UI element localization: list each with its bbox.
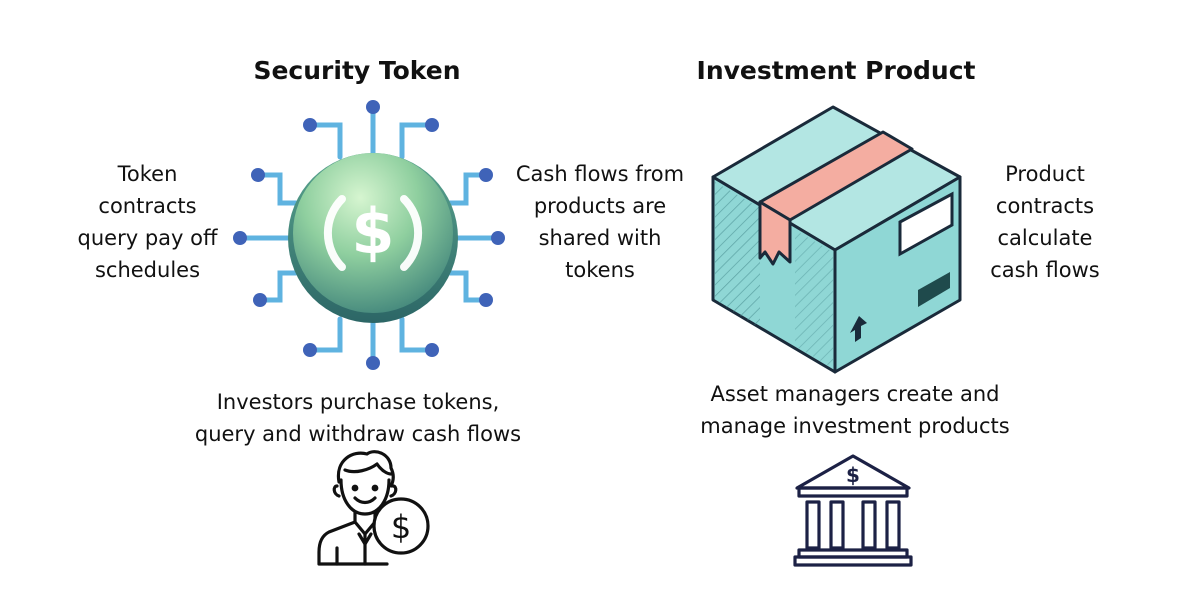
- cash-flows-shared-label: Cash flows from products are shared with…: [515, 162, 685, 282]
- bank-icon: $: [793, 454, 913, 567]
- investment-product-title: Investment Product: [696, 56, 976, 85]
- coin-dollar-symbol: $: [351, 195, 394, 268]
- token-contracts-label: Token contracts query pay off schedules: [77, 162, 218, 282]
- product-contracts-label: Product contracts calculate cash flows: [990, 162, 1100, 282]
- circuit-coin-icon: $: [233, 100, 505, 370]
- investors-label: Investors purchase tokens, query and wit…: [194, 390, 522, 446]
- investor-icon: $: [317, 450, 430, 566]
- bank-dollar-symbol: $: [846, 463, 860, 487]
- security-token-title: Security Token: [253, 56, 461, 85]
- package-box-icon: [711, 105, 962, 374]
- asset-managers-label: Asset managers create and manage investm…: [700, 382, 1010, 438]
- investor-coin-dollar-symbol: $: [391, 508, 411, 546]
